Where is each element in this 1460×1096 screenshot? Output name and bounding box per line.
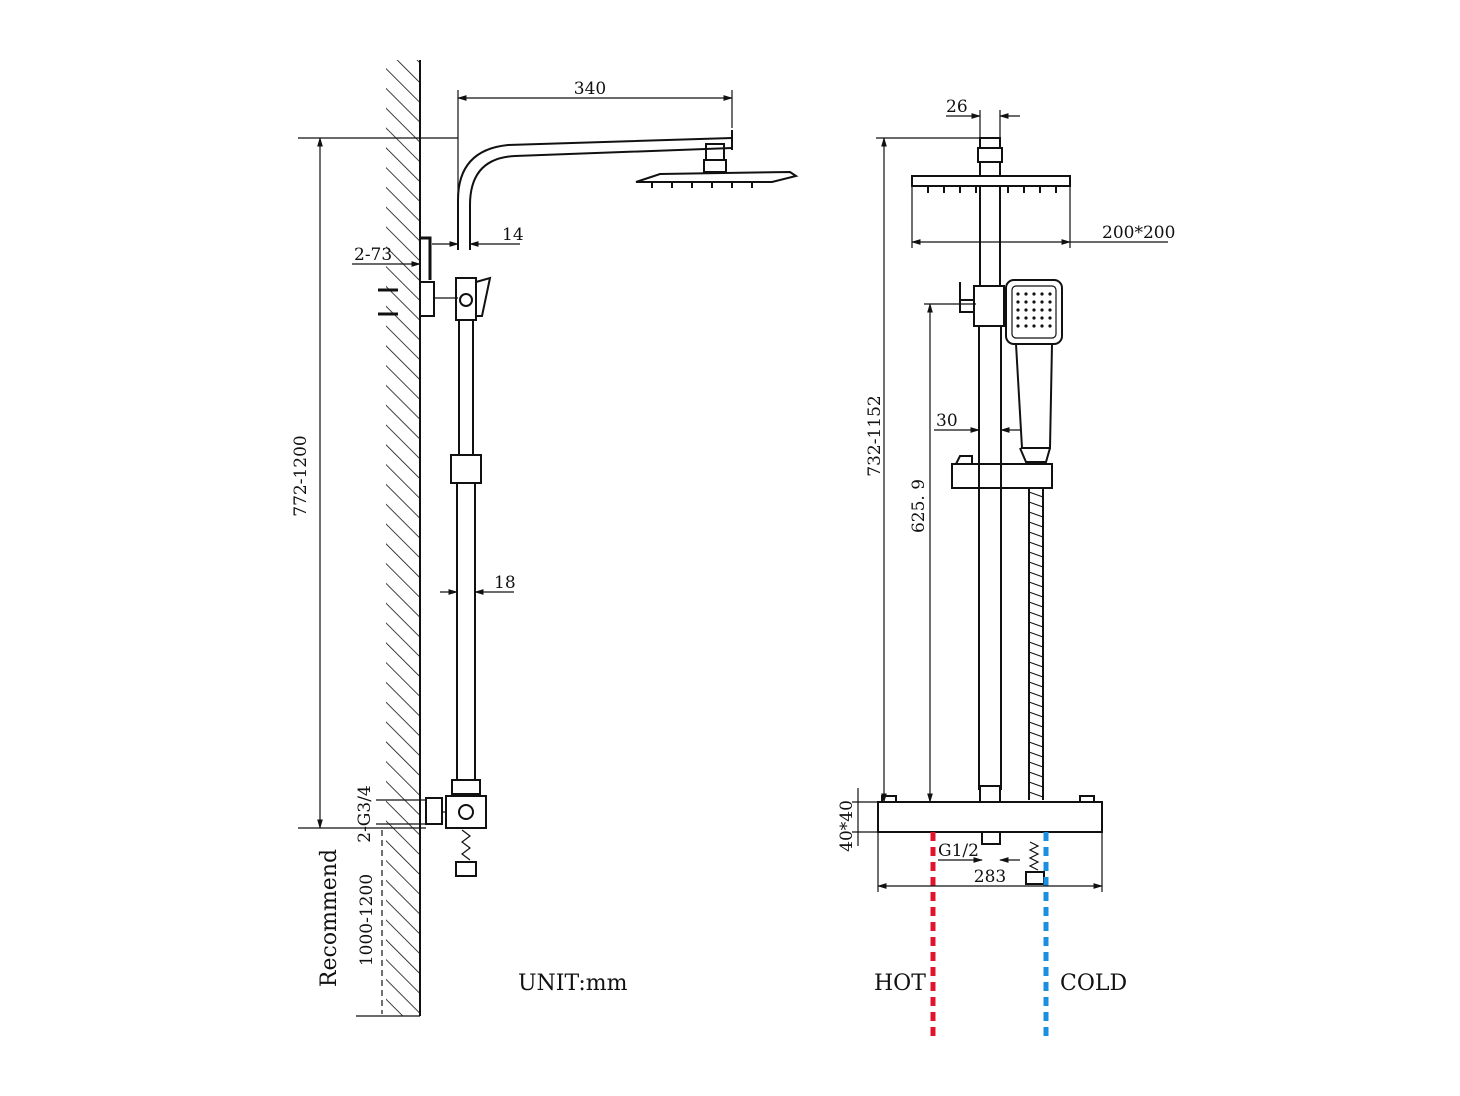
diverter-lever (475, 276, 492, 317)
hand-shower-head (1005, 279, 1063, 345)
dim-2-73: 2-73 (354, 245, 392, 265)
bracket-hook (420, 236, 432, 280)
slide-holder (951, 463, 1053, 489)
hose-coil (461, 829, 471, 861)
dim-772-1200: 772-1200 (291, 435, 311, 516)
side-view: 340 14 2-73 18 772-1200 2-G3/4 Recommend… (291, 60, 799, 1017)
dim-625-9: 625. 9 (909, 479, 929, 533)
hand-shower-face (1011, 285, 1057, 339)
recommend-label: Recommend (317, 849, 342, 987)
holder-tab (955, 455, 973, 465)
head-neck (979, 161, 1001, 177)
dim-30: 30 (936, 411, 958, 431)
inlet-elbow (425, 797, 443, 825)
dim-732-1152: 732-1152 (865, 395, 885, 476)
rain-head-nozzles (651, 182, 753, 188)
dim-200x200: 200*200 (1102, 223, 1175, 243)
rain-head-side (635, 170, 799, 183)
front-hose-coil (1028, 841, 1040, 871)
front-diverter (973, 285, 1005, 327)
dim-18: 18 (494, 573, 516, 593)
front-view: HOT COLD 26 200*200 732-1152 625. 9 30 4… (837, 97, 1175, 1036)
recommend-range: 1000-1200 (357, 874, 377, 966)
wall-hatch (386, 60, 420, 1016)
rain-head-front-nozzles (927, 186, 1057, 193)
valve-port (458, 804, 474, 820)
dim-2-g34: 2-G3/4 (355, 785, 375, 843)
valve-nut (451, 779, 481, 795)
hot-label: HOT (874, 971, 926, 996)
hose-pattern (1028, 491, 1044, 798)
head-nut (703, 159, 727, 173)
thermostatic-valve (877, 801, 1103, 833)
front-hose-nut (1025, 871, 1045, 885)
diverter-body (455, 277, 477, 321)
hose-nut (455, 861, 477, 877)
arm-inner (469, 147, 733, 250)
front-diverter-stem (959, 299, 974, 313)
dim-40x40: 40*40 (837, 800, 857, 852)
hand-shower-nozzles (1016, 292, 1052, 328)
arm-outer (457, 137, 733, 250)
valve-knob-right (1079, 795, 1095, 803)
unit-label: UNIT:mm (518, 971, 628, 996)
wall-bracket (419, 281, 435, 317)
dim-340: 340 (574, 79, 606, 99)
height-clamp (450, 454, 482, 484)
dim-283: 283 (974, 867, 1006, 887)
mixer-valve-side (445, 795, 487, 829)
valve-outlet (981, 831, 1001, 845)
cold-label: COLD (1060, 971, 1127, 996)
diverter-knob (459, 293, 473, 307)
dim-g12: G1/2 (938, 841, 979, 861)
head-connector (705, 143, 725, 161)
dim-14: 14 (502, 225, 524, 245)
hand-shower-base (1019, 447, 1051, 463)
rain-head-front (911, 175, 1071, 187)
top-cap (979, 137, 1001, 149)
hand-shower-handle (1015, 343, 1053, 449)
top-connector (977, 147, 1003, 163)
dim-26: 26 (946, 97, 968, 117)
front-riser-nut (979, 785, 1001, 803)
